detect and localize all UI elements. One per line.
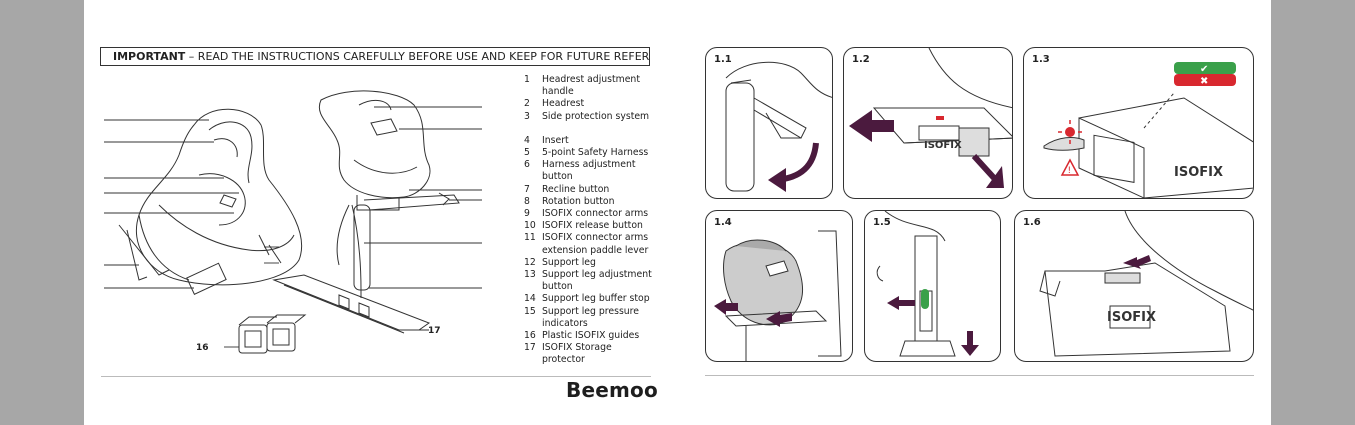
legend-number: 10 xyxy=(524,220,536,232)
important-label: IMPORTANT xyxy=(113,50,186,63)
legend-item: 17 ISOFIX Storage protector xyxy=(524,342,654,366)
warning-icon: ! xyxy=(1068,166,1072,176)
legend-number: 12 xyxy=(524,256,536,268)
step-panel-1-2: ISOFIX 1.2 xyxy=(843,47,1013,199)
legend-text: ISOFIX release button xyxy=(542,220,643,232)
car-seat-parts-illustration xyxy=(104,90,482,354)
legend-item: 2 Headrest xyxy=(524,98,654,110)
check-icon: ✔ xyxy=(1200,64,1208,75)
step-label: 1.4 xyxy=(714,217,732,228)
legend-item: 15 Support leg pressure indicators xyxy=(524,306,654,330)
legend-item: 10 ISOFIX release button xyxy=(524,220,654,232)
legend-number: 4 xyxy=(524,134,530,146)
step-1-3-illustration: ISOFIX ✔ ✖ ! xyxy=(1043,62,1253,198)
legend-number: 9 xyxy=(524,208,530,220)
step-label: 1.5 xyxy=(873,217,891,228)
legend-item: 7 Recline button xyxy=(524,184,654,196)
step-label: 1.2 xyxy=(852,54,870,65)
legend-number: 13 xyxy=(524,269,536,281)
left-page-divider xyxy=(101,376,651,377)
step-1-1-illustration xyxy=(725,61,832,192)
legend-number: 8 xyxy=(524,195,530,207)
legend-text: Support leg adjustment button xyxy=(542,269,652,293)
legend-item: 9 ISOFIX connector arms xyxy=(524,208,654,220)
step-1-5-illustration xyxy=(876,211,979,357)
important-text: – READ THE INSTRUCTIONS CAREFULLY BEFORE… xyxy=(185,50,650,63)
legend-item: 4 Insert xyxy=(524,135,654,147)
right-page-divider xyxy=(705,375,1254,376)
legend-text: ISOFIX connector arms xyxy=(542,208,649,220)
legend-item: 5 5-point Safety Harness xyxy=(524,147,654,159)
step-panel-1-5: 1.5 xyxy=(864,210,1001,362)
brand-logo: Beemoo xyxy=(566,378,658,402)
isofix-label-1-3: ISOFIX xyxy=(1174,165,1223,180)
legend-text: Rotation button xyxy=(542,195,615,207)
legend-text: Support leg pressure indicators xyxy=(542,305,640,329)
isofix-label-1-6: ISOFIX xyxy=(1107,310,1156,325)
legend-item: 6 Harness adjustment button xyxy=(524,159,654,183)
legend-text: Recline button xyxy=(542,183,610,195)
callout-isofix-storage-protector: 17 xyxy=(428,326,441,336)
important-notice: IMPORTANT – READ THE INSTRUCTIONS CAREFU… xyxy=(100,47,650,66)
callout-plastic-isofix-guides: 16 xyxy=(196,343,209,353)
legend-text: Headrest xyxy=(542,98,585,110)
step-panel-1-6: ISOFIX 1.6 xyxy=(1014,210,1254,362)
legend-text: Support leg xyxy=(542,256,596,268)
legend-number: 7 xyxy=(524,183,530,195)
legend-text: Support leg buffer stop xyxy=(542,293,650,305)
legend-item: 14 Support leg buffer stop xyxy=(524,293,654,305)
step-1-2-illustration: ISOFIX xyxy=(849,48,1012,188)
legend-number: 11 xyxy=(524,232,536,244)
legend-number: 2 xyxy=(524,98,530,110)
legend-text: ISOFIX Storage protector xyxy=(542,342,612,366)
legend-item: 13 Support leg adjustment button xyxy=(524,269,654,293)
step-label: 1.1 xyxy=(714,54,732,65)
legend-number: 14 xyxy=(524,293,536,305)
legend-number: 6 xyxy=(524,159,530,171)
legend-number: 5 xyxy=(524,147,530,159)
legend-number: 3 xyxy=(524,110,530,122)
legend-text: Harness adjustment button xyxy=(542,159,636,183)
legend-text: Side protection system xyxy=(542,110,650,122)
legend-number: 16 xyxy=(524,330,536,342)
legend-text: ISOFIX connector arms extension paddle l… xyxy=(542,232,649,256)
step-panel-1-4: 1.4 xyxy=(705,210,853,362)
legend-item: 11 ISOFIX connector arms extension paddle… xyxy=(524,232,654,256)
step-label: 1.3 xyxy=(1032,54,1050,65)
legend-text: 5-point Safety Harness xyxy=(542,147,649,159)
legend-text: Headrest adjustment handle xyxy=(542,74,640,98)
legend-number: 1 xyxy=(524,74,530,85)
step-1-4-illustration xyxy=(714,230,842,361)
legend-text: Insert xyxy=(542,134,569,146)
legend-number: 15 xyxy=(524,305,536,317)
step-panel-1-1: 1.1 xyxy=(705,47,833,199)
manual-page: IMPORTANT – READ THE INSTRUCTIONS CAREFU… xyxy=(84,0,1271,425)
legend-text: Plastic ISOFIX guides xyxy=(542,330,640,342)
legend-number: 17 xyxy=(524,342,536,354)
legend-item: 3 Side protection system xyxy=(524,111,654,123)
legend-item: 1 Headrest adjustment handle xyxy=(524,74,654,98)
legend-item: 16 Plastic ISOFIX guides xyxy=(524,330,654,342)
step-1-6-illustration: ISOFIX xyxy=(1039,211,1253,357)
isofix-label-1-2: ISOFIX xyxy=(924,140,962,151)
cross-icon: ✖ xyxy=(1200,76,1208,87)
step-label: 1.6 xyxy=(1023,217,1041,228)
legend-item: 8 Rotation button xyxy=(524,196,654,208)
step-panel-1-3: ISOFIX ✔ ✖ ! 1.3 xyxy=(1023,47,1254,199)
legend-item: 12 Support leg xyxy=(524,257,654,269)
